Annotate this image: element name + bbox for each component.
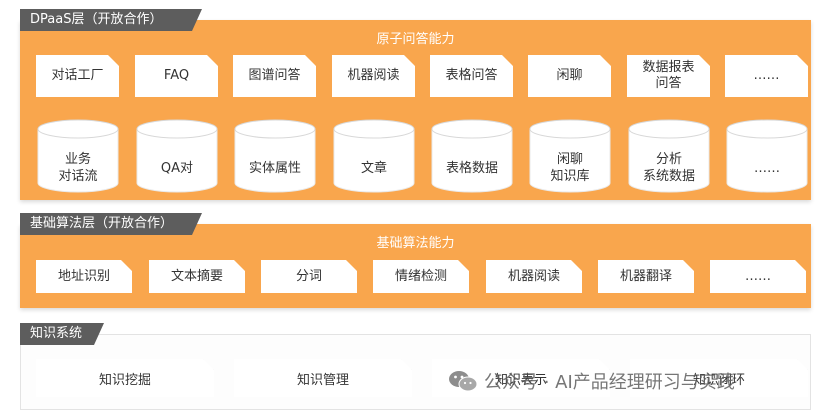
database-label: 业务对话流 bbox=[58, 152, 98, 184]
algorithm-card: 地址识别 bbox=[36, 260, 132, 293]
database-label: …… bbox=[754, 160, 780, 176]
database-cylinder: QA对 bbox=[136, 119, 218, 193]
database-icon bbox=[333, 119, 415, 193]
layer-tag-algorithm: 基础算法层（开放合作） bbox=[20, 213, 202, 235]
algorithm-card: 分词 bbox=[261, 260, 357, 293]
database-icon bbox=[529, 119, 611, 193]
database-cylinder: 实体属性 bbox=[234, 119, 316, 193]
database-cylinder: 表格数据 bbox=[431, 119, 513, 193]
watermark-text: 公众号 · AI产品经理研习与实践 bbox=[484, 372, 735, 393]
database-icon bbox=[726, 119, 808, 193]
layer-tag-dpaas: DPaaS层（开放合作） bbox=[20, 9, 202, 31]
database-cylinder: 文章 bbox=[333, 119, 415, 193]
database-label: 表格数据 bbox=[445, 160, 498, 176]
watermark: 公众号 · AI产品经理研习与实践 bbox=[448, 366, 735, 396]
database-label: 实体属性 bbox=[248, 160, 301, 176]
database-icon bbox=[37, 119, 119, 193]
database-icon bbox=[431, 119, 513, 193]
algorithm-card: 文本摘要 bbox=[149, 260, 245, 293]
database-icon bbox=[136, 119, 218, 193]
capability-card: 表格问答 bbox=[430, 55, 513, 97]
database-label: 闲聊知识库 bbox=[550, 152, 590, 184]
capability-card: …… bbox=[725, 55, 808, 97]
database-label: 文章 bbox=[360, 160, 387, 176]
layer-tag-knowledge-system: 知识系统 bbox=[20, 323, 104, 345]
capability-card: FAQ bbox=[135, 55, 218, 97]
algorithm-card: 机器阅读 bbox=[486, 260, 582, 293]
panel-title-atomic-qa: 原子问答能力 bbox=[376, 32, 455, 47]
database-icon bbox=[234, 119, 316, 193]
algorithm-card: 机器翻译 bbox=[598, 260, 694, 293]
database-label: 分析系统数据 bbox=[642, 152, 695, 184]
database-cylinder: …… bbox=[726, 119, 808, 193]
capability-card: 数据报表问答 bbox=[627, 55, 710, 97]
database-icon bbox=[628, 119, 710, 193]
knowledge-card: 知识闭环 bbox=[630, 359, 808, 397]
wechat-icon bbox=[449, 371, 478, 392]
capability-card: 机器阅读 bbox=[332, 55, 415, 97]
capability-card: 图谱问答 bbox=[233, 55, 316, 97]
database-cylinder: 分析系统数据 bbox=[628, 119, 710, 193]
database-cylinder: 业务对话流 bbox=[37, 119, 119, 193]
algorithm-card: …… bbox=[710, 260, 806, 293]
panel-title-base-algorithm: 基础算法能力 bbox=[376, 236, 455, 251]
capability-card: 对话工厂 bbox=[36, 55, 119, 97]
database-label: QA对 bbox=[160, 160, 194, 176]
knowledge-card: 知识管理 bbox=[234, 359, 412, 397]
capability-card: 闲聊 bbox=[528, 55, 611, 97]
knowledge-card: 知识挖掘 bbox=[36, 359, 214, 397]
database-cylinder: 闲聊知识库 bbox=[529, 119, 611, 193]
algorithm-card: 情绪检测 bbox=[373, 260, 469, 293]
